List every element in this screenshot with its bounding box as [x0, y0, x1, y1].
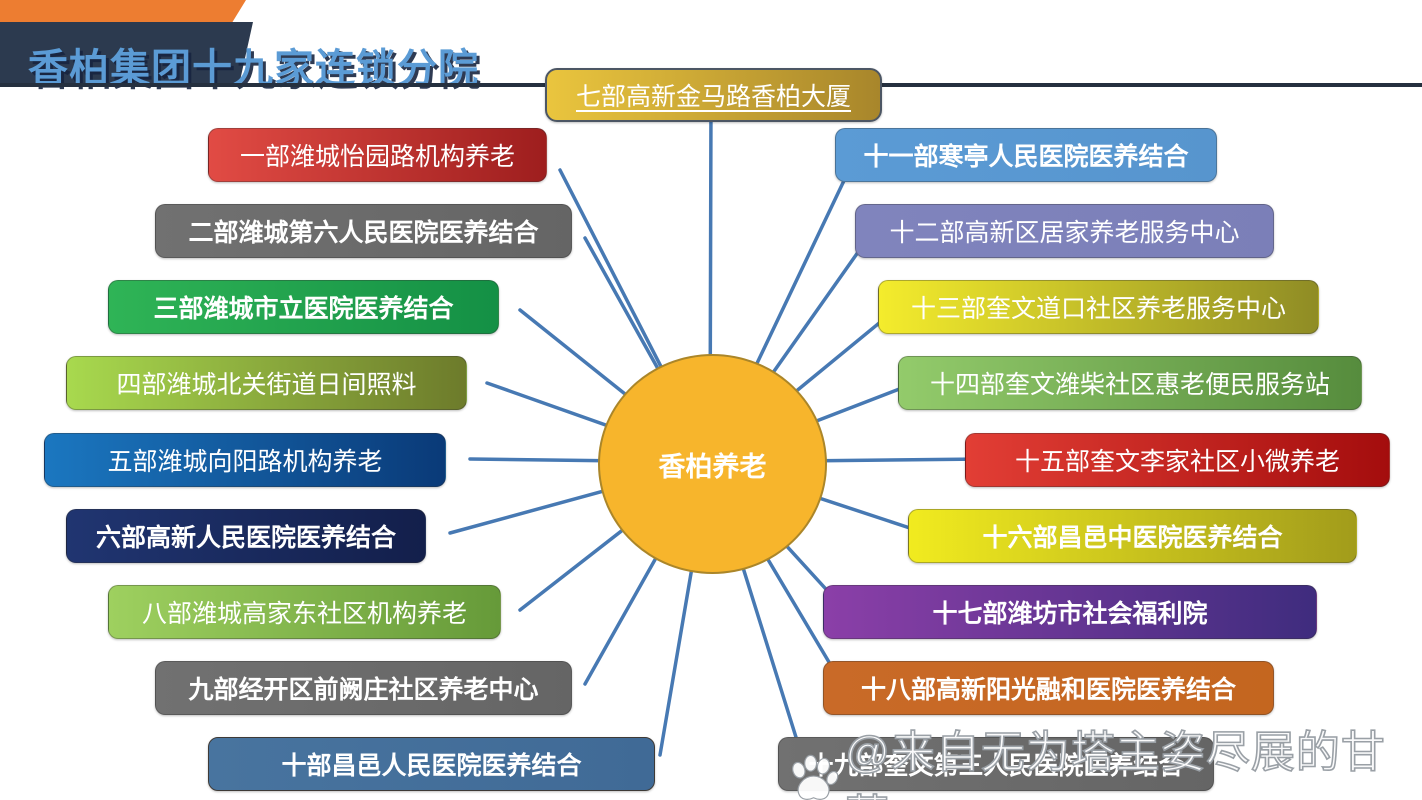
header-orange-block: [0, 0, 246, 22]
branch-node-14: 十四部奎文潍柴社区惠老便民服务站: [898, 356, 1362, 410]
branch-node-18: 十八部高新阳光融和医院医养结合: [823, 661, 1274, 715]
branch-node-11: 十一部寒亭人民医院医养结合: [835, 128, 1217, 182]
branch-node-7: 七部高新金马路香柏大厦: [545, 68, 882, 122]
header-navy-block: [0, 22, 253, 86]
branch-node-4: 四部潍城北关街道日间照料: [66, 356, 467, 410]
branch-node-19: 十九部奎文第三人民医院医养结合: [778, 737, 1214, 791]
branch-node-12: 十二部高新区居家养老服务中心: [855, 204, 1274, 258]
branch-node-17: 十七部潍坊市社会福利院: [823, 585, 1317, 639]
branch-node-10: 十部昌邑人民医院医养结合: [208, 737, 655, 791]
branch-node-8: 八部潍城高家东社区机构养老: [108, 585, 501, 639]
branch-node-1: 一部潍城怡园路机构养老: [208, 128, 547, 182]
branch-node-16: 十六部昌邑中医院医养结合: [908, 509, 1357, 563]
center-hub: 香柏养老: [598, 354, 827, 574]
branch-node-6: 六部高新人民医院医养结合: [66, 509, 426, 563]
branch-node-3: 三部潍城市立医院医养结合: [108, 280, 499, 334]
branch-node-13: 十三部奎文道口社区养老服务中心: [878, 280, 1319, 334]
branch-node-5: 五部潍城向阳路机构养老: [44, 433, 446, 487]
branch-node-15: 十五部奎文李家社区小微养老: [965, 433, 1390, 487]
branch-node-2: 二部潍城第六人民医院医养结合: [155, 204, 572, 258]
branch-node-9: 九部经开区前阙庄社区养老中心: [155, 661, 572, 715]
